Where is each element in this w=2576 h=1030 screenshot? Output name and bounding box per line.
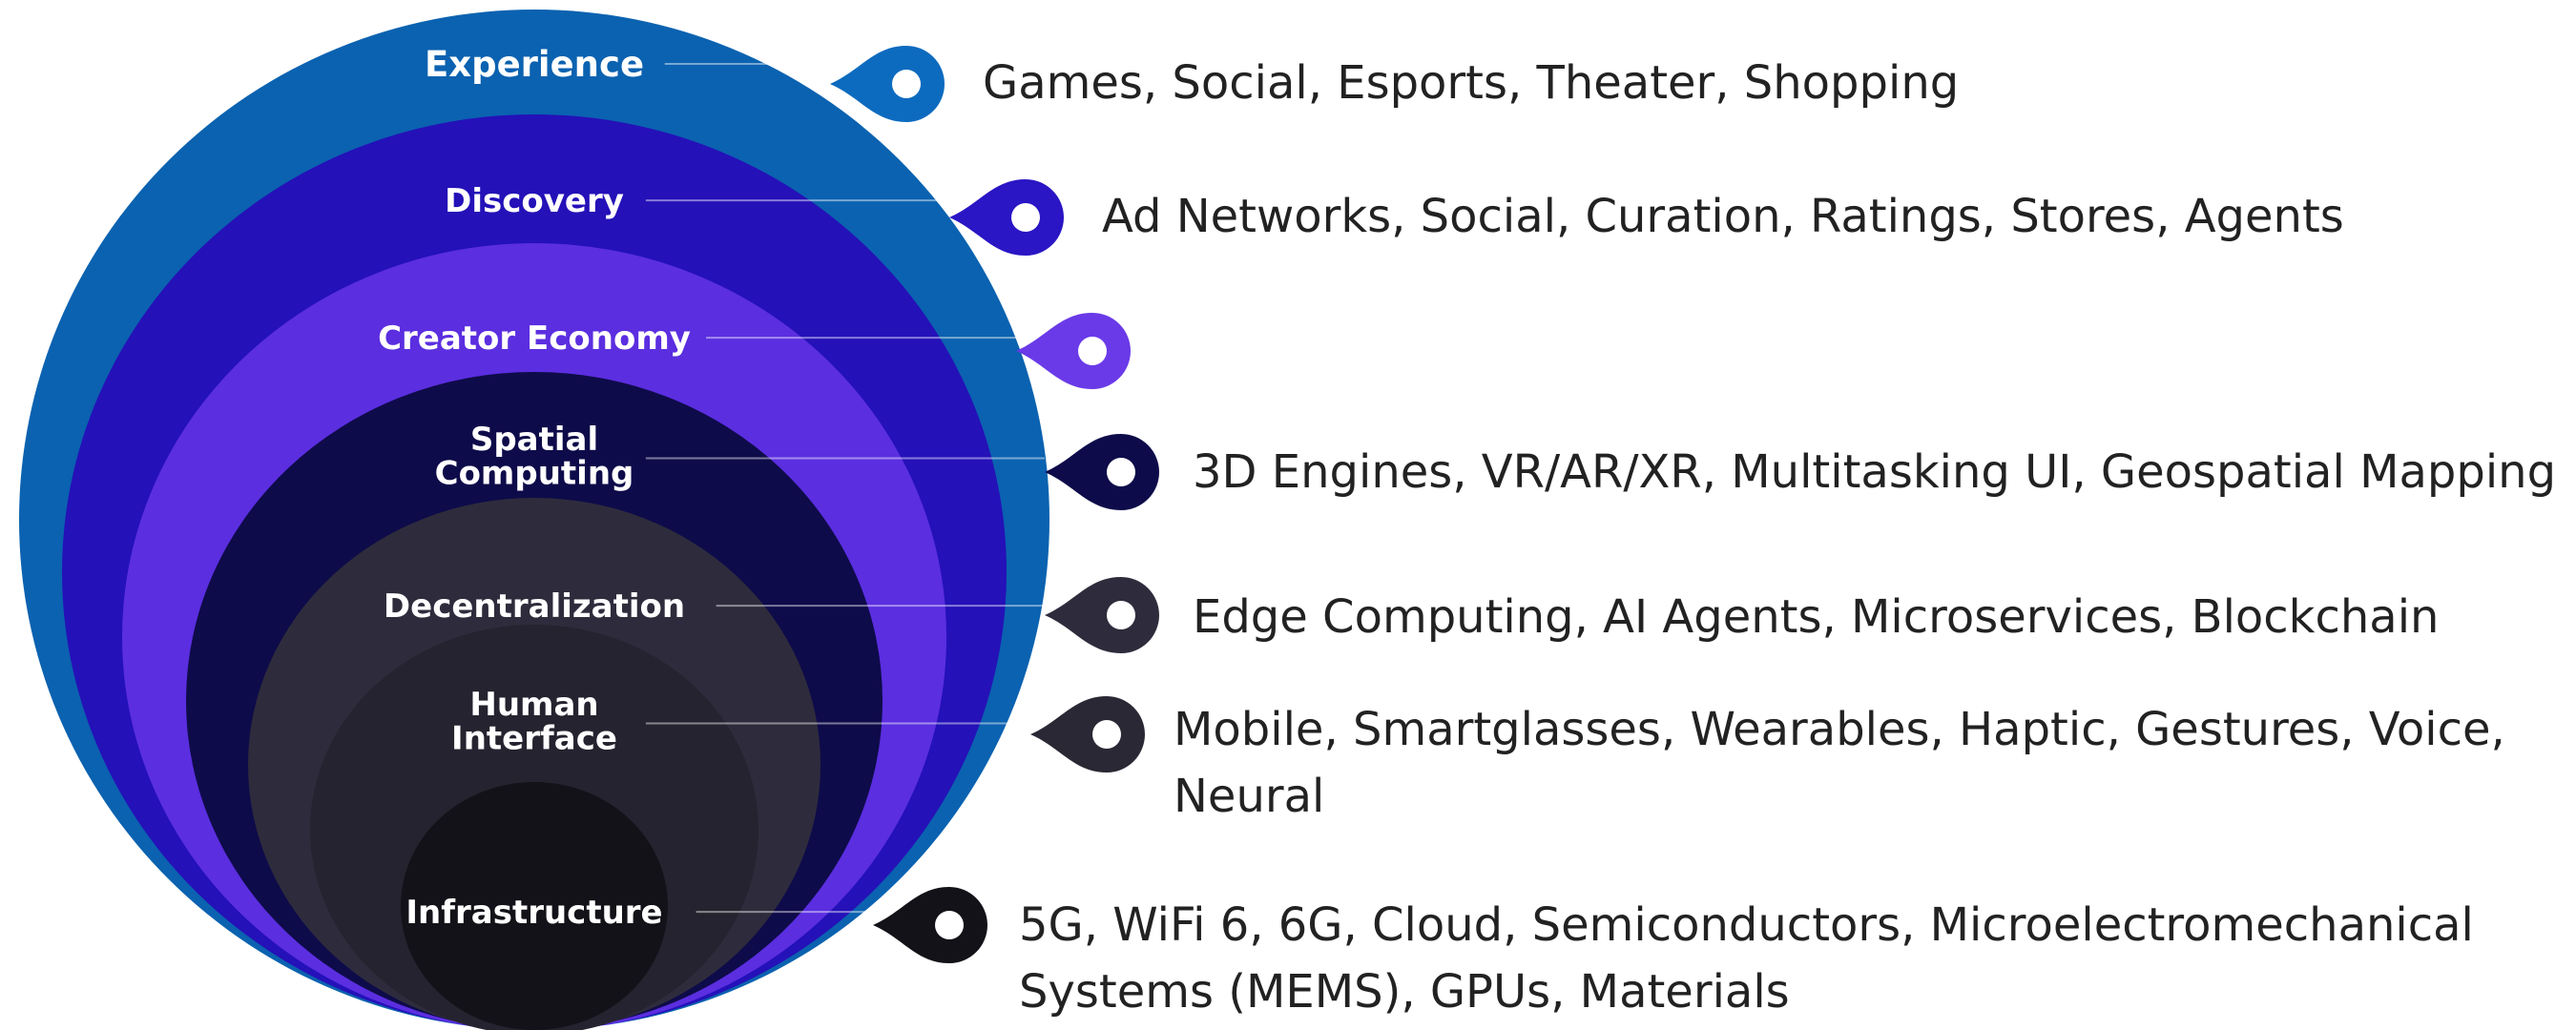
description-spatial-computing: 3D Engines, VR/AR/XR, Multitasking UI, G…	[1193, 445, 2557, 499]
circle-label-decentralization: Decentralization	[384, 587, 685, 626]
pin-marker-human-interface	[1030, 696, 1145, 772]
pin-marker-spatial-computing	[1045, 434, 1159, 510]
pin-marker-creator-economy	[1016, 313, 1131, 389]
description-infrastructure: 5G, WiFi 6, 6G, Cloud, Semiconductors, M…	[1019, 898, 2474, 1019]
description-human-interface: Mobile, Smartglasses, Wearables, Haptic,…	[1174, 703, 2505, 823]
description-decentralization: Edge Computing, AI Agents, Microservices…	[1193, 590, 2440, 644]
pin-marker-discovery	[949, 179, 1064, 256]
description-discovery: Ad Networks, Social, Curation, Ratings, …	[1102, 190, 2344, 243]
circle-label-infrastructure: Infrastructure	[405, 894, 662, 932]
connector-lines	[645, 63, 1049, 914]
nested-circles	[19, 10, 1049, 1030]
pin-marker-experience	[830, 46, 945, 122]
circle-infrastructure	[401, 782, 668, 1030]
description-experience: Games, Social, Esports, Theater, Shoppin…	[983, 56, 1960, 110]
pin-markers	[830, 46, 1159, 963]
pin-marker-infrastructure	[873, 887, 987, 963]
circle-label-experience: Experience	[425, 44, 644, 85]
pin-marker-decentralization	[1045, 577, 1159, 653]
circle-label-creator-economy: Creator Economy	[378, 319, 691, 358]
circle-label-discovery: Discovery	[445, 182, 624, 220]
